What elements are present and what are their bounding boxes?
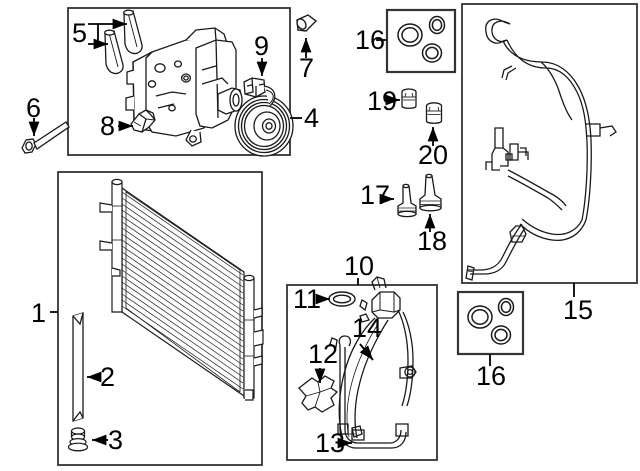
clutch-coil-connector — [243, 77, 276, 107]
callout-19-valve-cap[interactable]: 19 — [367, 86, 398, 116]
long-mounting-bolt — [21, 121, 70, 154]
callout-20-valve-cap[interactable]: 20 — [418, 140, 449, 170]
callout-1-condenser[interactable]: 1 — [31, 298, 47, 328]
compressor-bushing — [296, 14, 318, 32]
callout-7-bushing[interactable]: 7 — [299, 53, 315, 83]
callout-9-clutch-connector[interactable]: 9 — [254, 31, 270, 61]
condenser-core — [99, 178, 264, 401]
compressor-mounting-bolts — [104, 9, 143, 75]
callout-18-service-valve[interactable]: 18 — [417, 226, 448, 256]
hose-assembly-14 — [329, 276, 417, 449]
callout-leaders — [28, 18, 575, 449]
oring-kit-bottom-contents — [467, 297, 515, 345]
callout-12-bracket[interactable]: 12 — [308, 339, 339, 369]
leader-14 — [359, 343, 374, 361]
condenser-side-seal — [72, 312, 84, 422]
condenser-mount-insulator — [67, 427, 89, 452]
hose-oring-11 — [328, 291, 356, 307]
callout-6-long-bolt[interactable]: 6 — [26, 93, 42, 123]
service-port-valve-17 — [397, 183, 417, 218]
suction-line-group-box — [461, 3, 638, 284]
callout-16-oring-kit-top[interactable]: 16 — [355, 25, 386, 55]
service-port-cap-20 — [425, 102, 443, 124]
service-port-cap-19 — [401, 88, 417, 109]
callout-16-oring-kit-bottom[interactable]: 16 — [476, 361, 507, 391]
compressor-group-box — [67, 7, 291, 156]
leader-5 — [88, 23, 99, 45]
callout-5-mounting-bolts[interactable]: 5 — [72, 18, 88, 48]
callout-10-hose-assembly[interactable]: 10 — [344, 251, 375, 281]
callout-2-side-seal[interactable]: 2 — [100, 362, 116, 392]
callout-11-oring[interactable]: 11 — [293, 284, 322, 314]
service-port-valve-18 — [419, 173, 442, 212]
callout-4-compressor[interactable]: 4 — [304, 103, 320, 133]
compressor-body — [125, 27, 243, 147]
compressor-clutch-pulley — [234, 95, 294, 157]
compressor-fitting — [130, 109, 156, 133]
hose-assembly-group-box — [286, 284, 438, 461]
hose-bracket-12 — [298, 375, 339, 413]
liquid-line-assembly — [465, 18, 617, 281]
oring-kit-top-box — [385, 8, 457, 74]
callout-15-liquid-line[interactable]: 15 — [563, 295, 594, 325]
callout-3-insulator[interactable]: 3 — [108, 425, 124, 455]
callout-17-service-valve[interactable]: 17 — [360, 180, 391, 210]
oring-kit-top-contents — [397, 15, 446, 63]
callout-8-fitting[interactable]: 8 — [100, 111, 116, 141]
condenser-group-box — [57, 171, 263, 466]
callout-14-discharge-hose[interactable]: 14 — [352, 313, 383, 343]
callout-13-suction-tube[interactable]: 13 — [315, 428, 346, 458]
